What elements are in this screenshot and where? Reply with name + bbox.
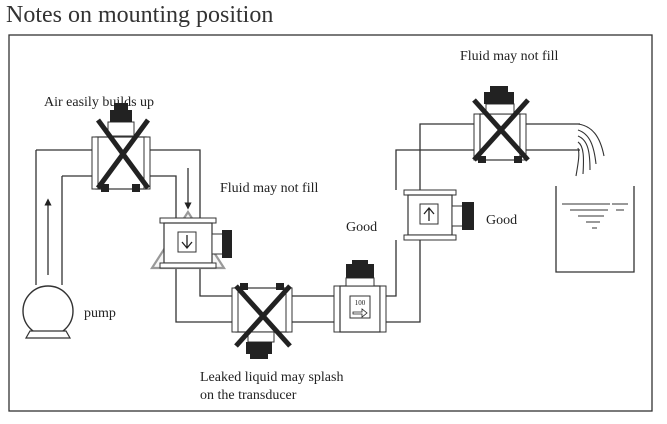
label-pump: pump (84, 306, 116, 321)
tank-icon (555, 186, 635, 273)
discharge-stream-icon (575, 123, 605, 177)
label-fluid-may-not-fill-left: Fluid may not fill (220, 181, 319, 196)
label-good-bottom: Good (346, 220, 377, 235)
label-fluid-may-not-fill-top: Fluid may not fill (460, 49, 559, 64)
meter-bottom-leak (231, 283, 293, 359)
meter-air-pocket (91, 103, 151, 192)
meter-top-right (472, 86, 530, 163)
meter-vertical-left (149, 209, 232, 270)
label-leak-line2: on the transducer (200, 388, 297, 403)
label-leak-line1: Leaked liquid may splash (200, 370, 343, 385)
meter-display-reading: 100 (355, 299, 366, 307)
meter-vertical-right (403, 189, 474, 241)
diagram-title: Notes on mounting position (6, 2, 274, 28)
right-arrow-icon (352, 308, 368, 318)
label-air-builds-up: Air easily builds up (44, 95, 154, 110)
meter-bottom-good: 100 (333, 260, 387, 333)
diagram-frame (8, 34, 653, 412)
label-good-right: Good (486, 213, 517, 228)
pump-icon (22, 285, 74, 339)
